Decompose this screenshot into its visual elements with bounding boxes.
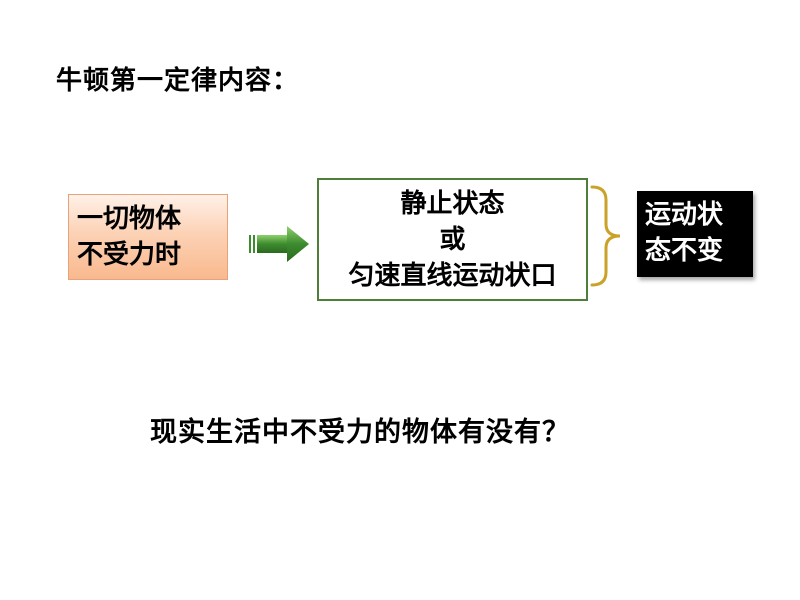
condition-box: 一切物体 不受力时 — [68, 194, 228, 280]
right-arrow-icon — [249, 226, 309, 262]
condition-line-2: 不受力时 — [77, 240, 182, 270]
right-brace-icon — [590, 185, 621, 287]
condition-line-1: 一切物体 — [77, 204, 182, 234]
result-box: 运动状 态不变 — [637, 191, 753, 277]
slide-title: 牛顿第一定律内容： — [56, 66, 300, 96]
question-text: 现实生活中不受力的物体有没有？ — [150, 417, 570, 448]
state-box: 静止状态 或 匀速直线运动状口 — [317, 178, 588, 301]
state-line-2: 或 — [439, 225, 466, 255]
state-line-3: 匀速直线运动状口 — [348, 261, 557, 291]
result-line-2: 态不变 — [645, 236, 724, 266]
state-line-1: 静止状态 — [400, 189, 505, 219]
result-line-1: 运动状 — [645, 200, 724, 230]
